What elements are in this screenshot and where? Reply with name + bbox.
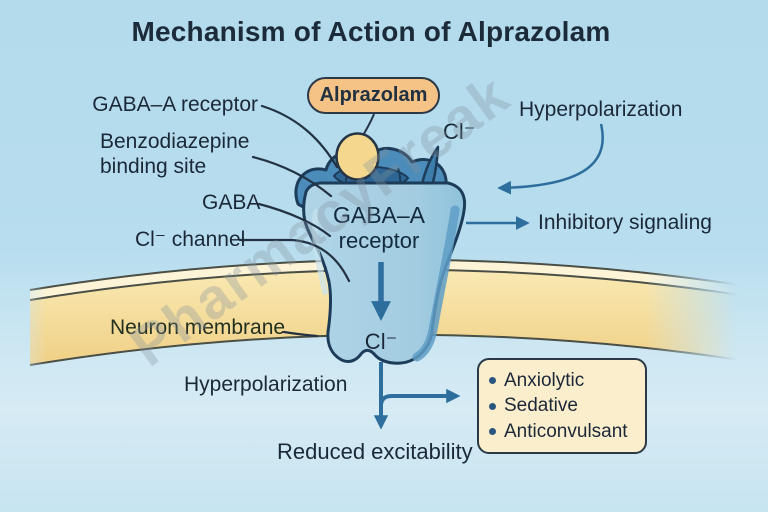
- hyperpolarization-curved-arrow: [497, 123, 604, 195]
- effect-row-sedative: Sedative: [489, 394, 635, 419]
- flow-arrows: [371, 123, 604, 430]
- label-benzodiazepine-line2: binding site: [100, 155, 207, 178]
- neuron-membrane-dash: [282, 330, 319, 338]
- receptor-label-line2: receptor: [338, 228, 420, 253]
- label-cl-channel: Cl⁻ channel: [135, 228, 246, 251]
- benzodiazepine-line: [251, 155, 333, 198]
- gaba-a-receptor-line: [260, 104, 339, 169]
- label-cl-top: Cl⁻: [443, 119, 476, 144]
- label-hyperpolarization-bottom: Hyperpolarization: [184, 373, 348, 396]
- gaba-line: [257, 202, 332, 238]
- label-cl-bottom: Cl⁻: [364, 329, 398, 354]
- receptor-label-line1: GABA–A: [332, 202, 426, 228]
- label-reduced-excitability: Reduced excitability: [277, 439, 473, 464]
- alprazolam-pill: Alprazolam: [307, 77, 440, 114]
- effect-label: Anxiolytic: [504, 369, 585, 391]
- receptor-body: [302, 181, 467, 365]
- page-title: Mechanism of Action of Alprazolam: [131, 16, 611, 47]
- label-benzodiazepine-binding-site: Benzodiazepine binding site: [100, 129, 270, 179]
- label-hyperpolarization-top: Hyperpolarization: [519, 98, 683, 121]
- bullet-dot: [489, 402, 496, 410]
- effects-branch-arrow: [379, 388, 461, 407]
- label-inhibitory-signaling: Inhibitory signaling: [538, 211, 712, 234]
- label-gaba-a-receptor: GABA–A receptor: [92, 93, 258, 116]
- effects-box: Anxiolytic Sedative Anticonvulsant: [477, 358, 647, 454]
- label-neuron-membrane: Neuron membrane: [110, 316, 286, 339]
- label-connector-lines: [238, 104, 351, 338]
- effect-label: Sedative: [504, 395, 578, 416]
- benzodiazepine-binding-site-sphere: [335, 132, 380, 181]
- receptor-internal-label: GABA–A receptor: [332, 202, 426, 254]
- effect-row-anticonvulsant: Anticonvulsant: [489, 419, 635, 444]
- bullet-dot: [489, 428, 496, 435]
- bullet-dot: [489, 377, 496, 384]
- alprazolam-pill-label: Alprazolam: [319, 84, 428, 106]
- label-benzodiazepine-line1: Benzodiazepine: [100, 130, 250, 153]
- effect-label: Anticonvulsant: [504, 420, 628, 442]
- label-gaba: GABA: [202, 191, 261, 214]
- effect-row-anxiolytic: Anxiolytic: [489, 368, 635, 393]
- cl-channel-line: [238, 238, 351, 283]
